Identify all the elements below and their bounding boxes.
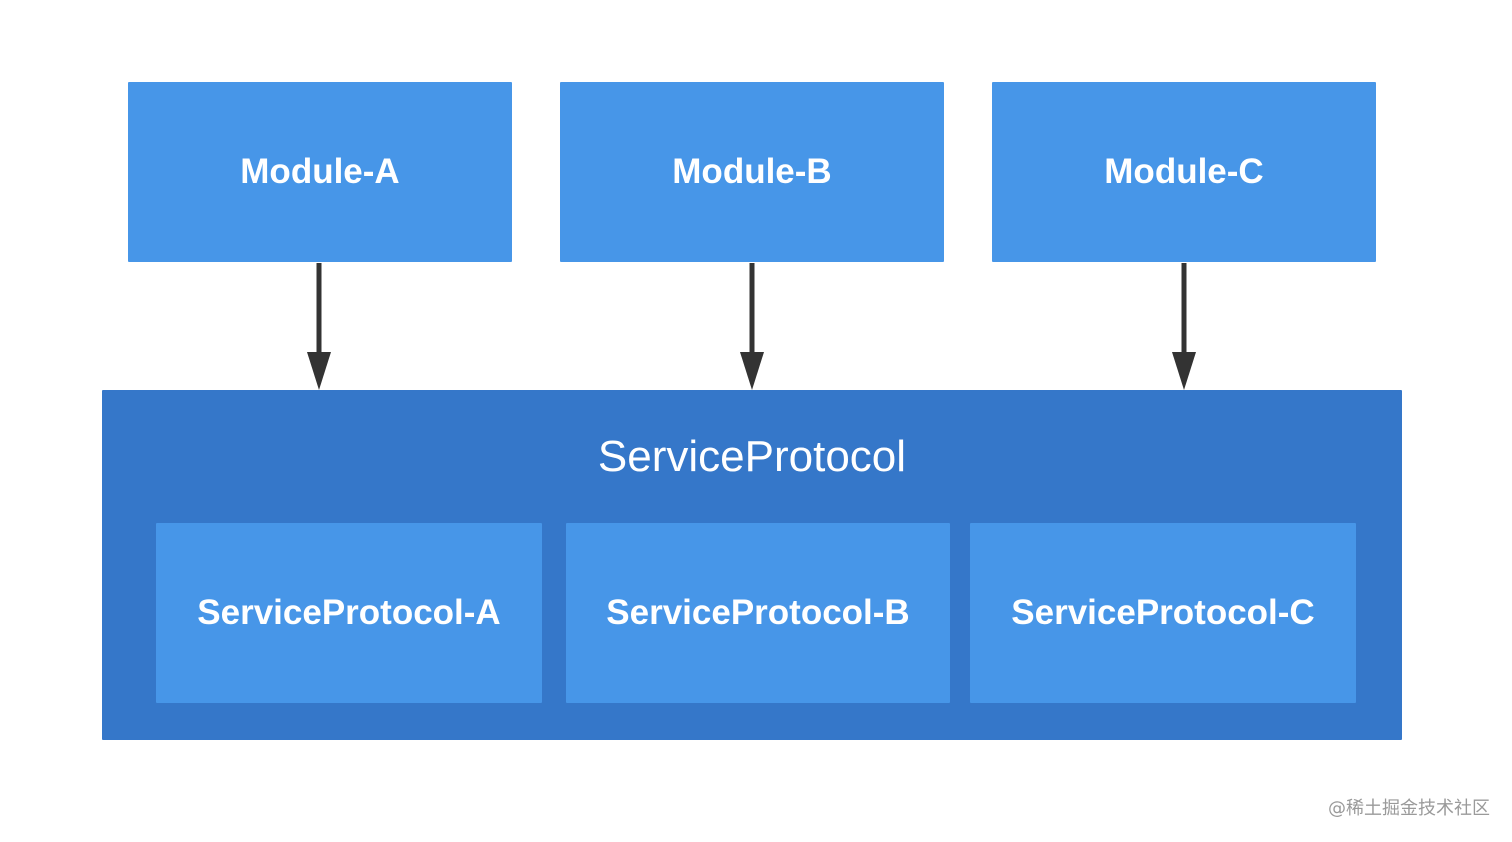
arrow-module-c-head (1172, 352, 1196, 390)
watermark-text: @稀土掘金技术社区 (1328, 798, 1490, 819)
module-c-label: Module-C (1104, 152, 1264, 191)
module-b-label: Module-B (672, 152, 832, 191)
service-protocol-c-box: ServiceProtocol-C (970, 523, 1356, 703)
service-protocol-a-label: ServiceProtocol-A (197, 593, 501, 632)
service-protocol-container: ServiceProtocol ServiceProtocol-A Servic… (102, 390, 1402, 740)
service-protocol-c-label: ServiceProtocol-C (1011, 593, 1315, 632)
arrow-module-a-head (307, 352, 331, 390)
module-a-box: Module-A (128, 82, 512, 262)
service-protocol-b-label: ServiceProtocol-B (606, 593, 910, 632)
service-protocol-title: ServiceProtocol (597, 432, 907, 481)
module-a-label: Module-A (240, 152, 400, 191)
service-protocol-b-box: ServiceProtocol-B (566, 523, 950, 703)
module-b-box: Module-B (560, 82, 944, 262)
service-protocol-a-box: ServiceProtocol-A (156, 523, 542, 703)
module-c-box: Module-C (992, 82, 1376, 262)
arrow-module-b-head (740, 352, 764, 390)
